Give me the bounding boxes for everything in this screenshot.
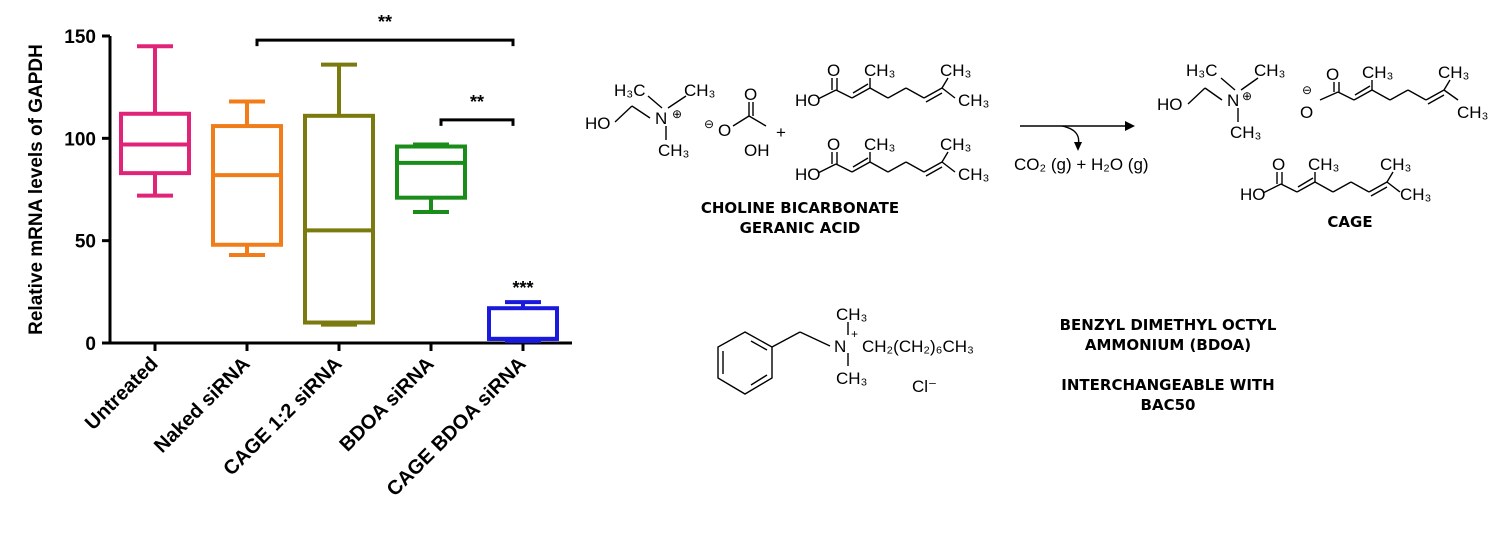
- bdoa-counterion: Cl⁻: [912, 377, 937, 396]
- bdoa-label-1: BENZYL DIMETHYL OCTYL: [1060, 316, 1277, 334]
- atom-o: O: [744, 85, 757, 104]
- plus-sign: +: [776, 123, 786, 142]
- atom-ch3: CH₃: [1438, 63, 1469, 82]
- y-tick-label: 150: [64, 27, 96, 48]
- atom-ch3: CH₃: [684, 81, 715, 100]
- atom-ch3: CH₃: [864, 135, 895, 154]
- atom-oh: OH: [744, 141, 770, 160]
- atom-ch3: CH₃: [1362, 63, 1393, 82]
- atom-o: O: [1272, 155, 1285, 174]
- atom-n: N: [1227, 91, 1239, 110]
- bdoa-label-2: AMMONIUM (BDOA): [1085, 336, 1251, 354]
- atom-o: O: [718, 121, 731, 140]
- reactant-label-2: GERANIC ACID: [740, 219, 861, 237]
- bdoa-note-2: BAC50: [1141, 396, 1196, 414]
- box-iqr: [211, 124, 283, 247]
- atom-ch3: CH₃: [658, 141, 689, 160]
- reaction-arrowhead: [1125, 121, 1135, 131]
- atom-ch3: CH₃: [1457, 103, 1488, 122]
- significance-bracket: [439, 118, 515, 126]
- significance-label: **: [470, 92, 484, 112]
- atom-ho: HO: [795, 91, 821, 110]
- significance-label: ***: [512, 278, 533, 298]
- bdoa-note-1: INTERCHANGEABLE WITH: [1061, 376, 1274, 394]
- atom-ho: HO: [585, 114, 611, 133]
- atom-ch3: CH₃: [958, 91, 989, 110]
- atom-ch3: CH₃: [958, 165, 989, 184]
- significance-label: **: [378, 12, 392, 32]
- atom-ho: HO: [1240, 185, 1266, 204]
- atom-ch3: CH₃: [1230, 123, 1261, 142]
- charge-minus: ⊖: [1302, 83, 1312, 97]
- atom-o: O: [827, 61, 840, 80]
- atom-ch3: CH₃: [1380, 155, 1411, 174]
- byproducts: CO₂ (g) + H₂O (g): [1014, 155, 1149, 174]
- atom-h3c: H₃C: [1186, 61, 1217, 80]
- y-axis-title: Relative mRNA levels of GAPDH: [26, 44, 47, 335]
- atom-n: N: [834, 337, 846, 356]
- atom-ch3: CH₃: [940, 135, 971, 154]
- atom-ch3: CH₃: [1400, 185, 1431, 204]
- product-label: CAGE: [1327, 213, 1372, 231]
- box-iqr: [303, 113, 375, 325]
- y-tick-label: 0: [85, 334, 96, 355]
- release-arrowhead: [1074, 142, 1082, 151]
- charge-minus: ⊖: [704, 117, 714, 131]
- reactant-label-1: CHOLINE BICARBONATE: [701, 199, 899, 217]
- atom-ch3: CH₃: [836, 305, 867, 324]
- charge-plus: ⊕: [672, 107, 682, 121]
- charge-plus: +: [851, 327, 858, 341]
- significance-bracket: [255, 38, 515, 47]
- box-iqr: [395, 144, 467, 200]
- atom-o: O: [1326, 65, 1339, 84]
- atom-ch3: CH₃: [836, 369, 867, 388]
- atom-o: O: [827, 135, 840, 154]
- atom-h3c: H₃C: [614, 81, 645, 100]
- charge-plus: ⊕: [1242, 89, 1252, 103]
- atom-ch3: CH₃: [1308, 155, 1339, 174]
- atom-n: N: [655, 109, 667, 128]
- y-tick-label: 50: [75, 232, 96, 253]
- atom-ho: HO: [795, 165, 821, 184]
- atom-ho: HO: [1157, 95, 1183, 114]
- atom-o: O: [1300, 103, 1313, 122]
- atom-ch3: CH₃: [940, 61, 971, 80]
- atom-ch3: CH₃: [864, 61, 895, 80]
- atom-ch3: CH₃: [1254, 61, 1285, 80]
- y-tick-label: 100: [64, 129, 96, 150]
- bdoa-octyl-chain: CH₂(CH₂)₆CH₃: [862, 337, 974, 356]
